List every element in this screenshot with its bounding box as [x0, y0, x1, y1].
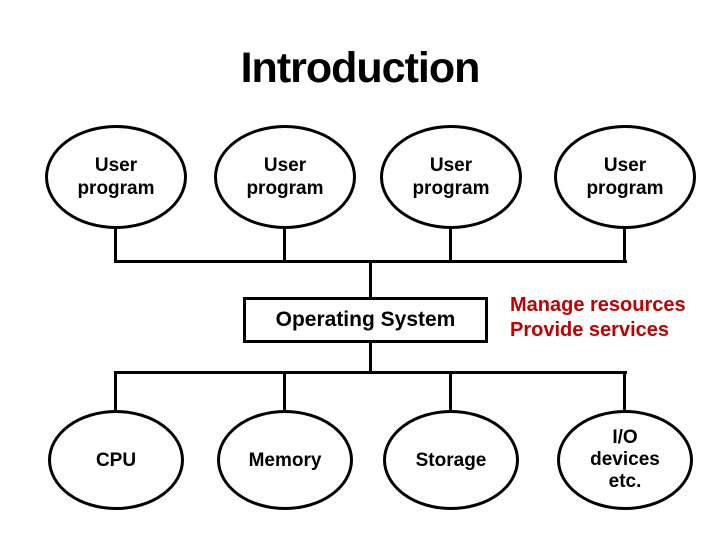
annotation-line-1: Manage resources — [510, 294, 686, 316]
connector-stub-resource-3 — [449, 371, 452, 413]
connector-stub-user-1 — [114, 226, 117, 263]
resource-label-memory: Memory — [248, 449, 322, 471]
resource-ellipse-cpu: CPU — [48, 410, 184, 510]
connector-stub-user-3 — [449, 226, 452, 263]
connector-stub-resource-4 — [623, 371, 626, 413]
resource-ellipse-storage: Storage — [383, 410, 519, 510]
os-box-label: Operating System — [275, 308, 456, 331]
user-program-label-3: User program — [412, 155, 490, 199]
resource-ellipse-io-devices: I/O devices etc. — [557, 410, 693, 510]
user-program-label-1: User program — [77, 155, 155, 199]
connector-stub-user-2 — [283, 226, 286, 263]
user-program-ellipse-3: User program — [380, 125, 522, 229]
connector-os-drop-top — [369, 260, 372, 300]
resource-label-io-devices: I/O devices etc. — [590, 427, 660, 492]
connector-bottom-bus — [114, 371, 627, 374]
user-program-ellipse-2: User program — [214, 125, 356, 229]
resource-label-cpu: CPU — [95, 449, 137, 471]
connector-stub-resource-1 — [114, 371, 117, 413]
user-program-label-2: User program — [246, 155, 324, 199]
resource-ellipse-memory: Memory — [217, 410, 353, 510]
annotation-line-2: Provide services — [510, 319, 669, 341]
os-box: Operating System — [243, 297, 488, 343]
connector-os-drop-bottom — [369, 340, 372, 374]
user-program-label-4: User program — [586, 155, 664, 199]
user-program-ellipse-1: User program — [45, 125, 187, 229]
user-program-ellipse-4: User program — [554, 125, 696, 229]
os-annotation: Manage resources Provide services — [510, 293, 686, 343]
connector-stub-resource-2 — [283, 371, 286, 413]
resource-label-storage: Storage — [415, 449, 487, 471]
slide-title: Introduction — [240, 44, 481, 92]
connector-stub-user-4 — [623, 226, 626, 263]
